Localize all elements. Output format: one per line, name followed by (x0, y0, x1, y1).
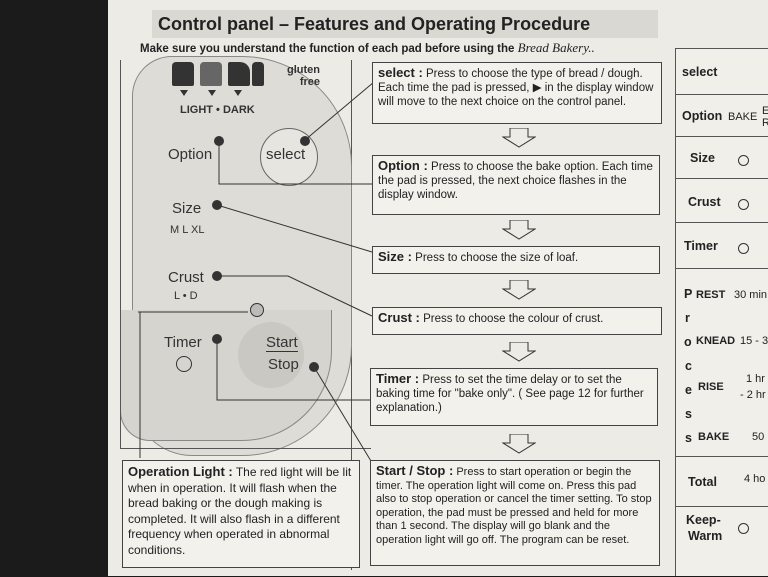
timer-title: Timer : (376, 371, 419, 386)
crust-row-label: Crust (688, 195, 721, 209)
select-title: select : (378, 65, 423, 80)
table-row-select: select (676, 48, 768, 95)
rise-value-1: 1 hr (746, 373, 765, 385)
table-row-timer: Timer (676, 222, 768, 269)
process-letter: s (685, 407, 692, 421)
edge-text: E R (762, 105, 768, 129)
warm-label: Warm (688, 529, 722, 543)
operation-light-title: Operation Light : (128, 464, 233, 479)
size-circle-icon (738, 155, 749, 166)
total-value: 4 ho (744, 473, 765, 485)
crust-description: Crust : Press to choose the colour of cr… (372, 307, 662, 335)
crust-text: Press to choose the colour of crust. (423, 313, 603, 325)
size-row-label: Size (690, 151, 715, 165)
table-row-total: Total 4 ho (676, 456, 768, 507)
size-description: Size : Press to choose the size of loaf. (372, 246, 660, 274)
keepwarm-circle-icon (738, 523, 749, 534)
start-stop-title: Start / Stop : (376, 463, 453, 478)
keep-label: Keep- (686, 513, 721, 527)
manual-page: Control panel – Features and Operating P… (108, 0, 768, 576)
crust-title: Crust : (378, 310, 420, 325)
knead-label: KNEAD (696, 335, 735, 347)
operation-light-description: Operation Light : The red light will be … (122, 460, 360, 568)
process-letter: r (685, 311, 690, 325)
timer-description: Timer : Press to set the time delay or t… (370, 368, 658, 426)
process-letter: c (685, 359, 692, 373)
rise-label: RISE (698, 381, 724, 393)
knead-value: 15 - 3 (740, 335, 768, 347)
select-row-label: select (682, 65, 717, 79)
size-text: Press to choose the size of loaf. (415, 252, 578, 264)
down-arrow-icon (502, 342, 536, 362)
timer-circle-icon (738, 243, 749, 254)
down-arrow-icon (502, 434, 536, 454)
rest-label: REST (696, 289, 725, 301)
rise-value-2: - 2 hr (740, 389, 766, 401)
bake-value: 50 (752, 431, 764, 443)
table-row-crust: Crust (676, 178, 768, 223)
process-letter: s (685, 431, 692, 445)
down-arrow-icon (502, 220, 536, 240)
size-title: Size : (378, 249, 412, 264)
bake-label: BAKE (698, 431, 729, 443)
option-description: Option : Press to choose the bake option… (372, 155, 660, 215)
program-table: select Option BAKE E R Size Crust Timer … (675, 48, 768, 576)
process-letter: o (684, 335, 692, 349)
select-description: select : Press to choose the type of bre… (372, 62, 662, 124)
down-arrow-icon (502, 128, 536, 148)
bake-option-value: BAKE (728, 111, 757, 123)
rest-value: 30 min (734, 289, 767, 301)
timer-row-label: Timer (684, 239, 718, 253)
down-arrow-icon (502, 280, 536, 300)
option-row-label: Option (682, 109, 722, 123)
table-row-option: Option BAKE E R (676, 94, 768, 137)
table-row-size: Size (676, 136, 768, 179)
table-row-process: P r o c e s s REST 30 min KNEAD 15 - 3 R… (676, 268, 768, 457)
process-letter: e (685, 383, 692, 397)
crust-circle-icon (738, 199, 749, 210)
option-title: Option : (378, 158, 428, 173)
total-row-label: Total (688, 475, 717, 489)
table-row-keepwarm: Keep- Warm (676, 506, 768, 577)
start-stop-description: Start / Stop : Press to start operation … (370, 460, 660, 566)
process-letter: P (684, 287, 692, 301)
